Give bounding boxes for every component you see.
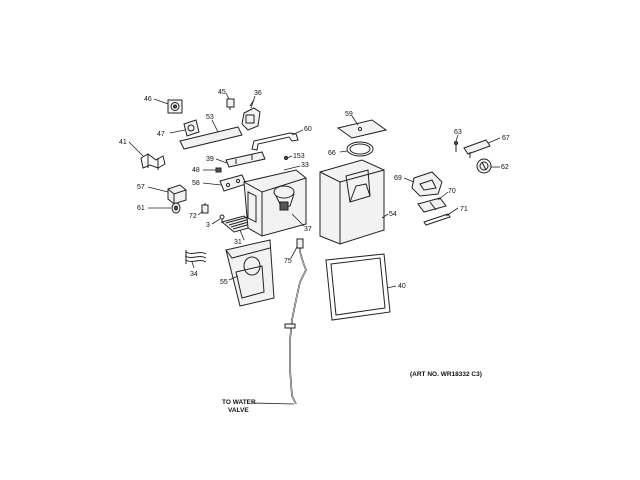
callout-153: 153	[293, 153, 305, 160]
part-57-module	[167, 184, 187, 205]
callout-66: 66	[328, 150, 336, 157]
part-40-frame-gasket	[325, 253, 391, 321]
part-33-dispenser-housing	[243, 169, 307, 237]
callout-58: 58	[192, 180, 200, 187]
part-48-clip	[215, 167, 222, 173]
part-47-bracket	[183, 119, 200, 137]
part-58-bracket	[219, 174, 247, 192]
part-69-paddle	[411, 171, 443, 197]
callout-75: 75	[284, 258, 292, 265]
callout-62: 62	[501, 164, 509, 171]
part-46-square-cap	[167, 99, 183, 114]
callout-63: 63	[454, 129, 462, 136]
callout-47: 47	[157, 131, 165, 138]
part-39-rail	[225, 151, 266, 168]
part-41-hook-bracket	[140, 153, 166, 170]
callout-40: 40	[398, 283, 406, 290]
part-62-round-knob	[476, 158, 492, 174]
callout-57: 57	[137, 184, 145, 191]
part-36-actuator	[241, 99, 261, 131]
part-53-plate	[179, 126, 243, 150]
water-valve-label-1: TO WATER	[222, 399, 256, 406]
callout-54: 54	[389, 211, 397, 218]
part-71-rod	[423, 213, 451, 226]
part-60-handle	[251, 132, 299, 151]
callout-72: 72	[189, 213, 197, 220]
part-59-plate	[336, 119, 388, 139]
water-tube	[284, 251, 307, 405]
callout-33: 33	[301, 162, 309, 169]
part-70-lever	[417, 197, 447, 213]
callout-31: 31	[234, 239, 242, 246]
callout-46: 46	[144, 96, 152, 103]
callout-67: 67	[502, 135, 510, 142]
part-34-wire-harness	[184, 250, 207, 264]
callout-61: 61	[137, 205, 145, 212]
callout-41: 41	[119, 139, 127, 146]
part-63-screw	[454, 141, 458, 152]
art-number: (ART NO. WR18332 C3)	[410, 371, 482, 378]
callout-34: 34	[190, 271, 198, 278]
callout-3: 3	[206, 222, 210, 229]
callout-59: 59	[345, 111, 353, 118]
part-54-recess-housing	[319, 159, 385, 245]
callout-37: 37	[304, 226, 312, 233]
callout-71: 71	[460, 206, 468, 213]
callout-36: 36	[254, 90, 262, 97]
callout-69: 69	[394, 175, 402, 182]
part-66-ring	[346, 141, 374, 157]
callout-53: 53	[206, 114, 214, 121]
water-valve-label-2: VALVE	[228, 407, 249, 414]
part-75-fitting	[296, 238, 304, 252]
callout-70: 70	[448, 188, 456, 195]
part-61-knob	[171, 202, 181, 214]
callout-48: 48	[192, 167, 200, 174]
callout-45: 45	[218, 89, 226, 96]
part-67-lever	[463, 139, 491, 158]
part-45-switch	[226, 98, 235, 110]
callout-39: 39	[206, 156, 214, 163]
callout-60: 60	[304, 126, 312, 133]
callout-55: 55	[220, 279, 228, 286]
part-55-dispenser-panel	[225, 239, 275, 307]
part-72-switch	[201, 203, 209, 214]
